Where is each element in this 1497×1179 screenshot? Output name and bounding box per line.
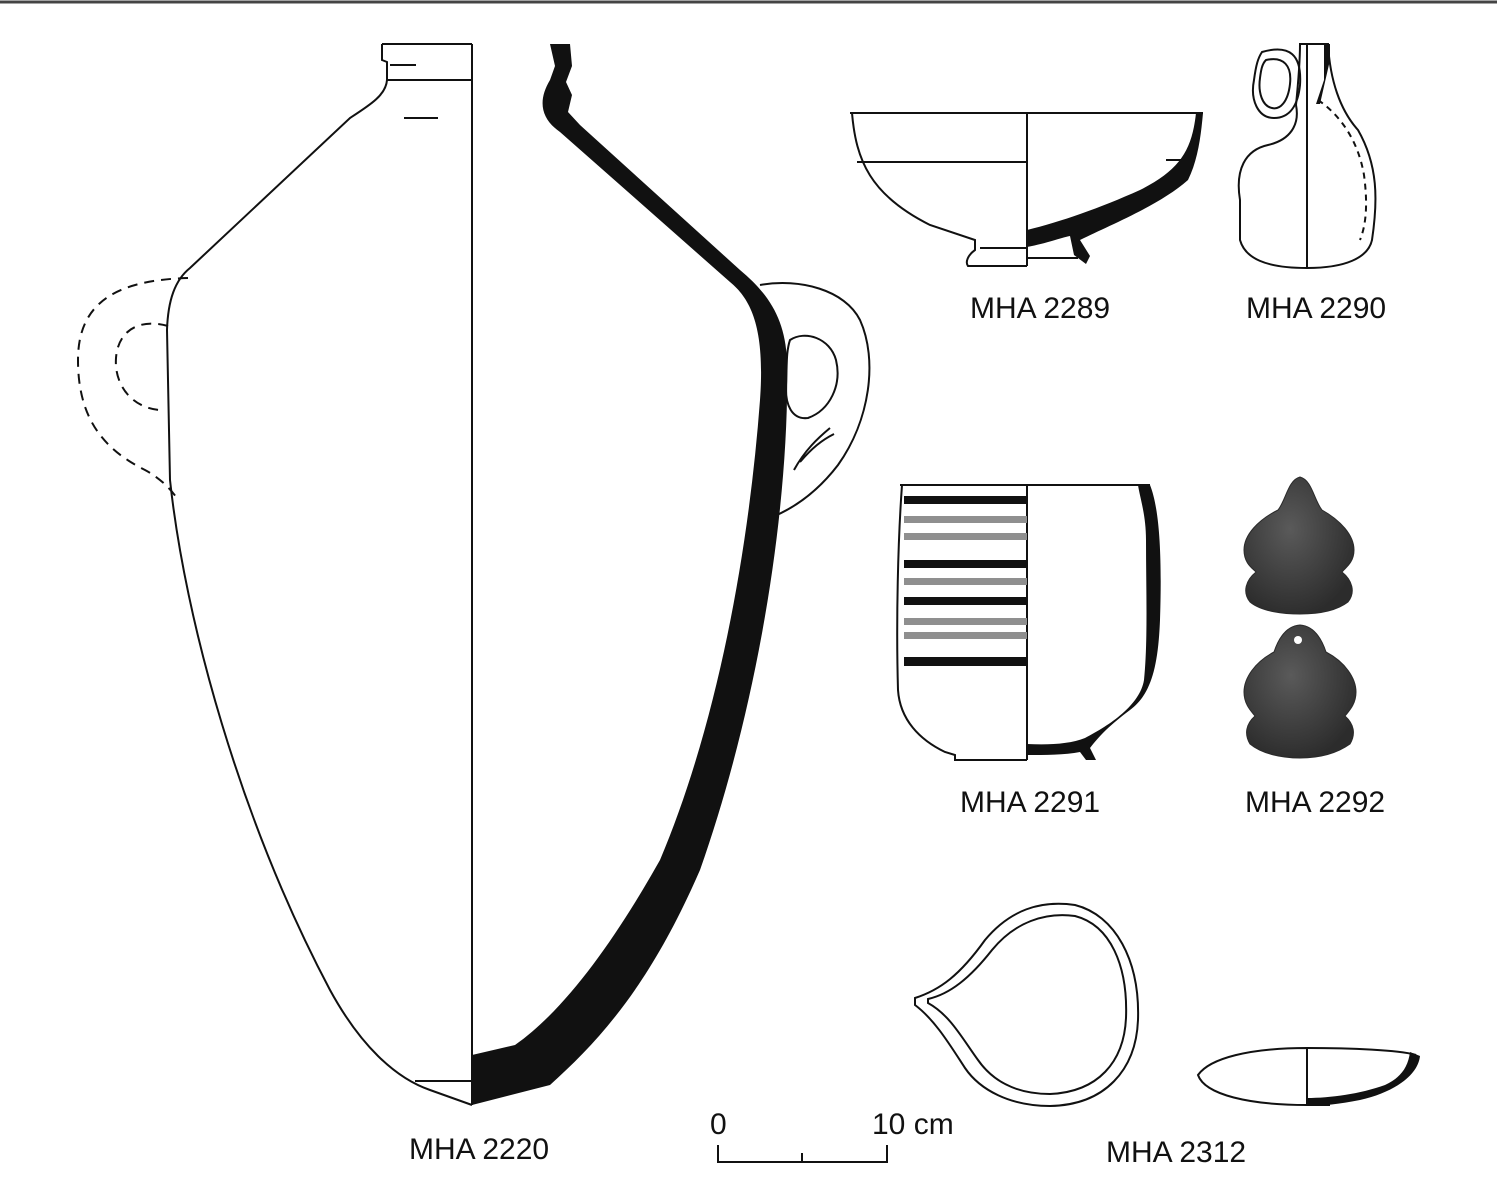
- scale-bar: [717, 1145, 888, 1163]
- vessel-mha-2220: [76, 43, 871, 1106]
- suspension-hole: [1294, 636, 1302, 644]
- vessel-mha-2290: [1237, 43, 1377, 270]
- scale-end-label: 10 cm: [872, 1108, 954, 1141]
- loom-weight-lower: [1243, 624, 1357, 759]
- scale-start-label: 0: [710, 1108, 727, 1141]
- label-mha-2289: MHA 2289: [970, 292, 1110, 325]
- label-mha-2292: MHA 2292: [1245, 786, 1385, 819]
- label-mha-2220: MHA 2220: [409, 1133, 549, 1166]
- label-mha-2312: MHA 2312: [1106, 1136, 1246, 1169]
- section-wall-mha-2291: [1027, 485, 1161, 760]
- section-wall-mha-2312: [1307, 1052, 1420, 1106]
- vessel-mha-2292: [1243, 476, 1357, 759]
- vessel-mha-2312: [914, 902, 1417, 1108]
- painted-bands-mha-2291: [904, 496, 1027, 666]
- section-wall-mha-2289: [1027, 113, 1203, 264]
- section-wall-mha-2220: [472, 44, 788, 1105]
- loom-weight-upper: [1243, 476, 1355, 615]
- section-wall-mha-2290: [1316, 44, 1330, 104]
- label-mha-2290: MHA 2290: [1246, 292, 1386, 325]
- label-mha-2291: MHA 2291: [960, 786, 1100, 819]
